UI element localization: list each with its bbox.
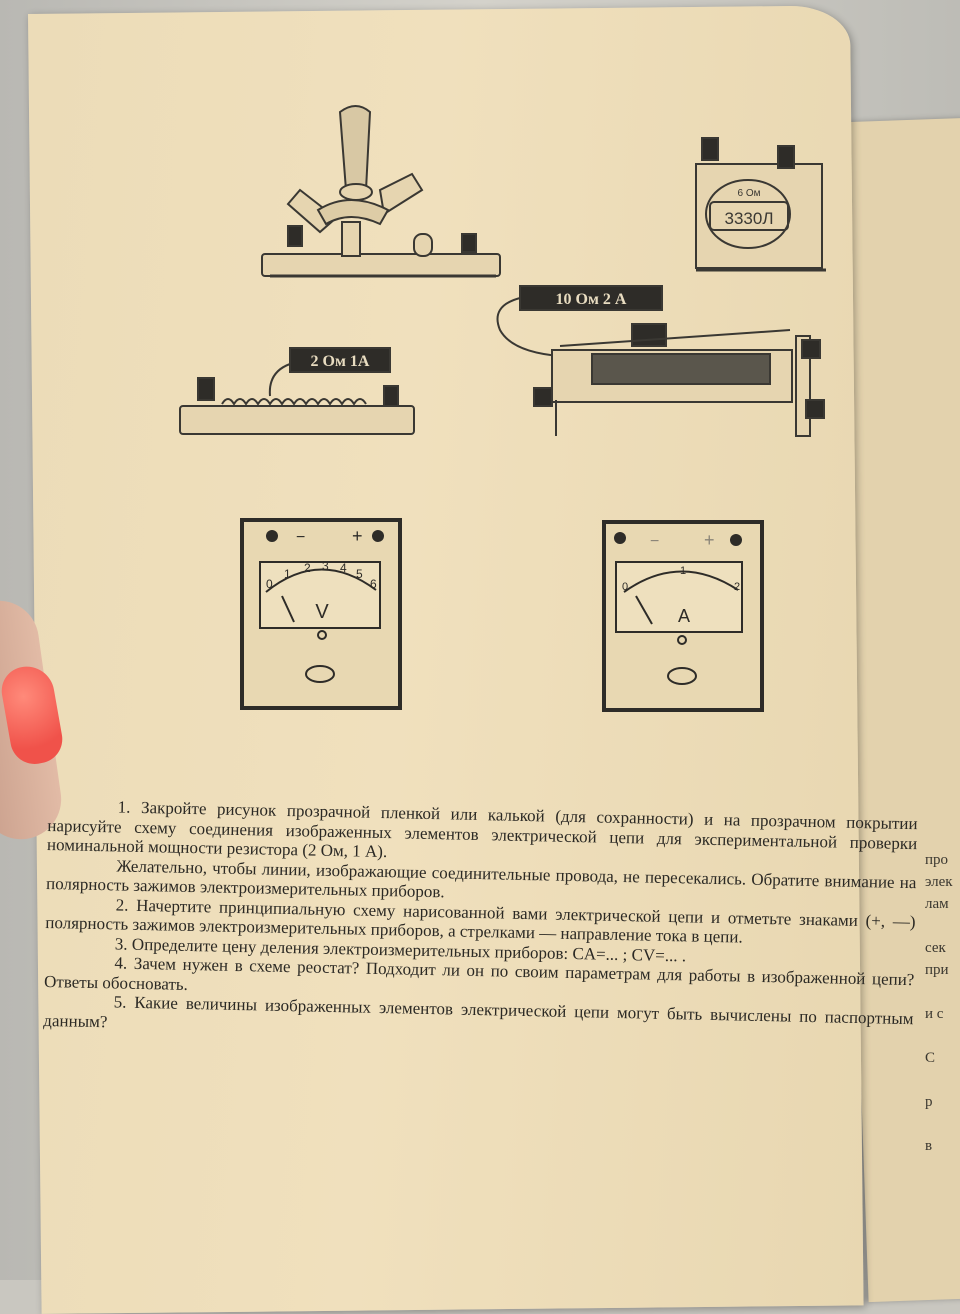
resistor-2ohm — [179, 347, 415, 435]
voltmeter — [240, 518, 402, 710]
voltmeter-tick-0: 0 — [266, 577, 273, 591]
knife-switch — [261, 105, 501, 278]
voltmeter-tick-3: 3 — [322, 559, 329, 573]
voltmeter-plus: + — [352, 526, 363, 546]
ammeter-tick-2: 2 — [734, 581, 740, 593]
voltmeter-tick-6: 6 — [370, 577, 377, 591]
figures-area: 2 Ом 1А 3330Л 6 Ом 10 Ом 2 А − + V — [179, 105, 826, 712]
side-fragment — [925, 1114, 960, 1136]
voltmeter-tick-4: 4 — [340, 561, 347, 575]
side-fragment: сек — [925, 940, 946, 956]
ammeter-tick-1: 1 — [680, 565, 686, 577]
side-fragment: про — [925, 852, 949, 868]
side-fragment: лам — [925, 896, 949, 912]
side-fragment: C — [925, 1050, 936, 1066]
side-fragment: в — [925, 1138, 933, 1154]
ammeter-tick-0: 0 — [622, 581, 628, 593]
side-fragment: элек — [925, 874, 953, 890]
resistor-label: 2 Ом 1А — [311, 353, 370, 370]
task-text: 1. Закройте рисунок прозрачной пленкой и… — [43, 796, 918, 1048]
ammeter-plus: + — [704, 530, 715, 550]
resistance-box — [695, 137, 826, 272]
voltmeter-minus: − — [296, 529, 305, 546]
rheostat — [496, 285, 825, 437]
voltmeter-scale: 0 1 2 3 4 5 6 — [266, 559, 377, 591]
side-fragment — [925, 916, 960, 938]
side-fragment — [925, 1026, 960, 1048]
side-fragment — [925, 1070, 960, 1092]
ammeter — [602, 520, 764, 712]
voltmeter-tick-5: 5 — [356, 567, 363, 581]
side-fragment: при — [925, 962, 949, 978]
voltmeter-tick-1: 1 — [284, 567, 291, 581]
ammeter-letter: A — [678, 606, 690, 626]
side-fragment: и с — [925, 1006, 944, 1022]
voltmeter-tick-2: 2 — [304, 561, 311, 575]
rheostat-label: 10 Ом 2 А — [556, 291, 627, 308]
box-readout: 3330Л — [725, 209, 774, 228]
ammeter-scale: 0 1 2 — [622, 565, 740, 593]
side-fragment: р — [925, 1094, 933, 1110]
voltmeter-letter: V — [315, 601, 329, 623]
box-top-label: 6 Ом — [738, 188, 761, 199]
side-fragment — [925, 982, 960, 1004]
ammeter-minus: − — [650, 533, 659, 550]
next-page-text: про элек лам сек при и с C р в — [925, 850, 960, 1158]
